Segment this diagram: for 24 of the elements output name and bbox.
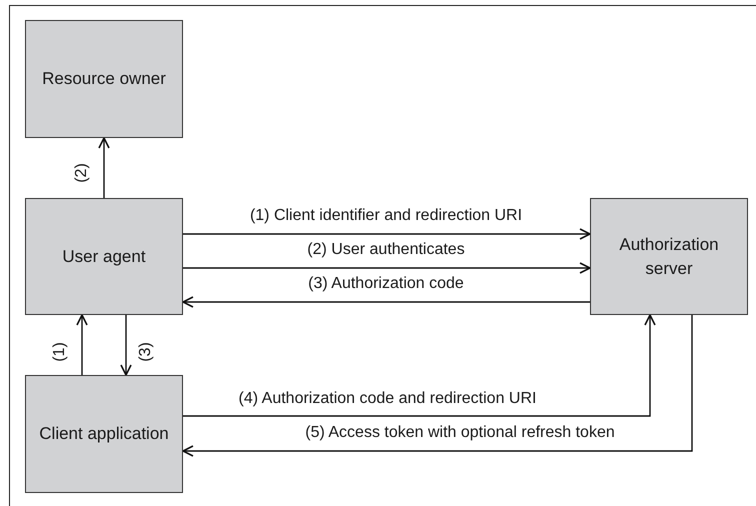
edge-label: (3) (137, 342, 155, 362)
arrow (182, 315, 693, 457)
process-box (25, 375, 183, 493)
box-label: Authorization server (618, 234, 720, 280)
edge-label: (1) (51, 342, 69, 362)
edge-label: (5) Access token with optional refresh token (305, 423, 615, 443)
arrow (183, 262, 591, 274)
box-label: Resource owner (42, 68, 166, 90)
arrow (183, 228, 591, 240)
edge-label: (4) Authorization code and redirection URI (238, 389, 536, 409)
arrow (98, 137, 110, 198)
edge-label: (2) (73, 163, 91, 183)
arrow (120, 315, 132, 376)
arrow (76, 314, 88, 375)
edge-label: (2) User authenticates (307, 240, 465, 260)
process-box (25, 198, 183, 315)
edge-label: (1) Client identifier and redirection URI (250, 206, 522, 226)
arrow (183, 314, 656, 417)
process-box (590, 198, 748, 315)
arrow (182, 296, 590, 308)
box-label: User agent (62, 246, 146, 268)
box-label: Client application (39, 423, 169, 445)
process-box (25, 20, 183, 138)
edge-label: (3) Authorization code (308, 274, 464, 294)
